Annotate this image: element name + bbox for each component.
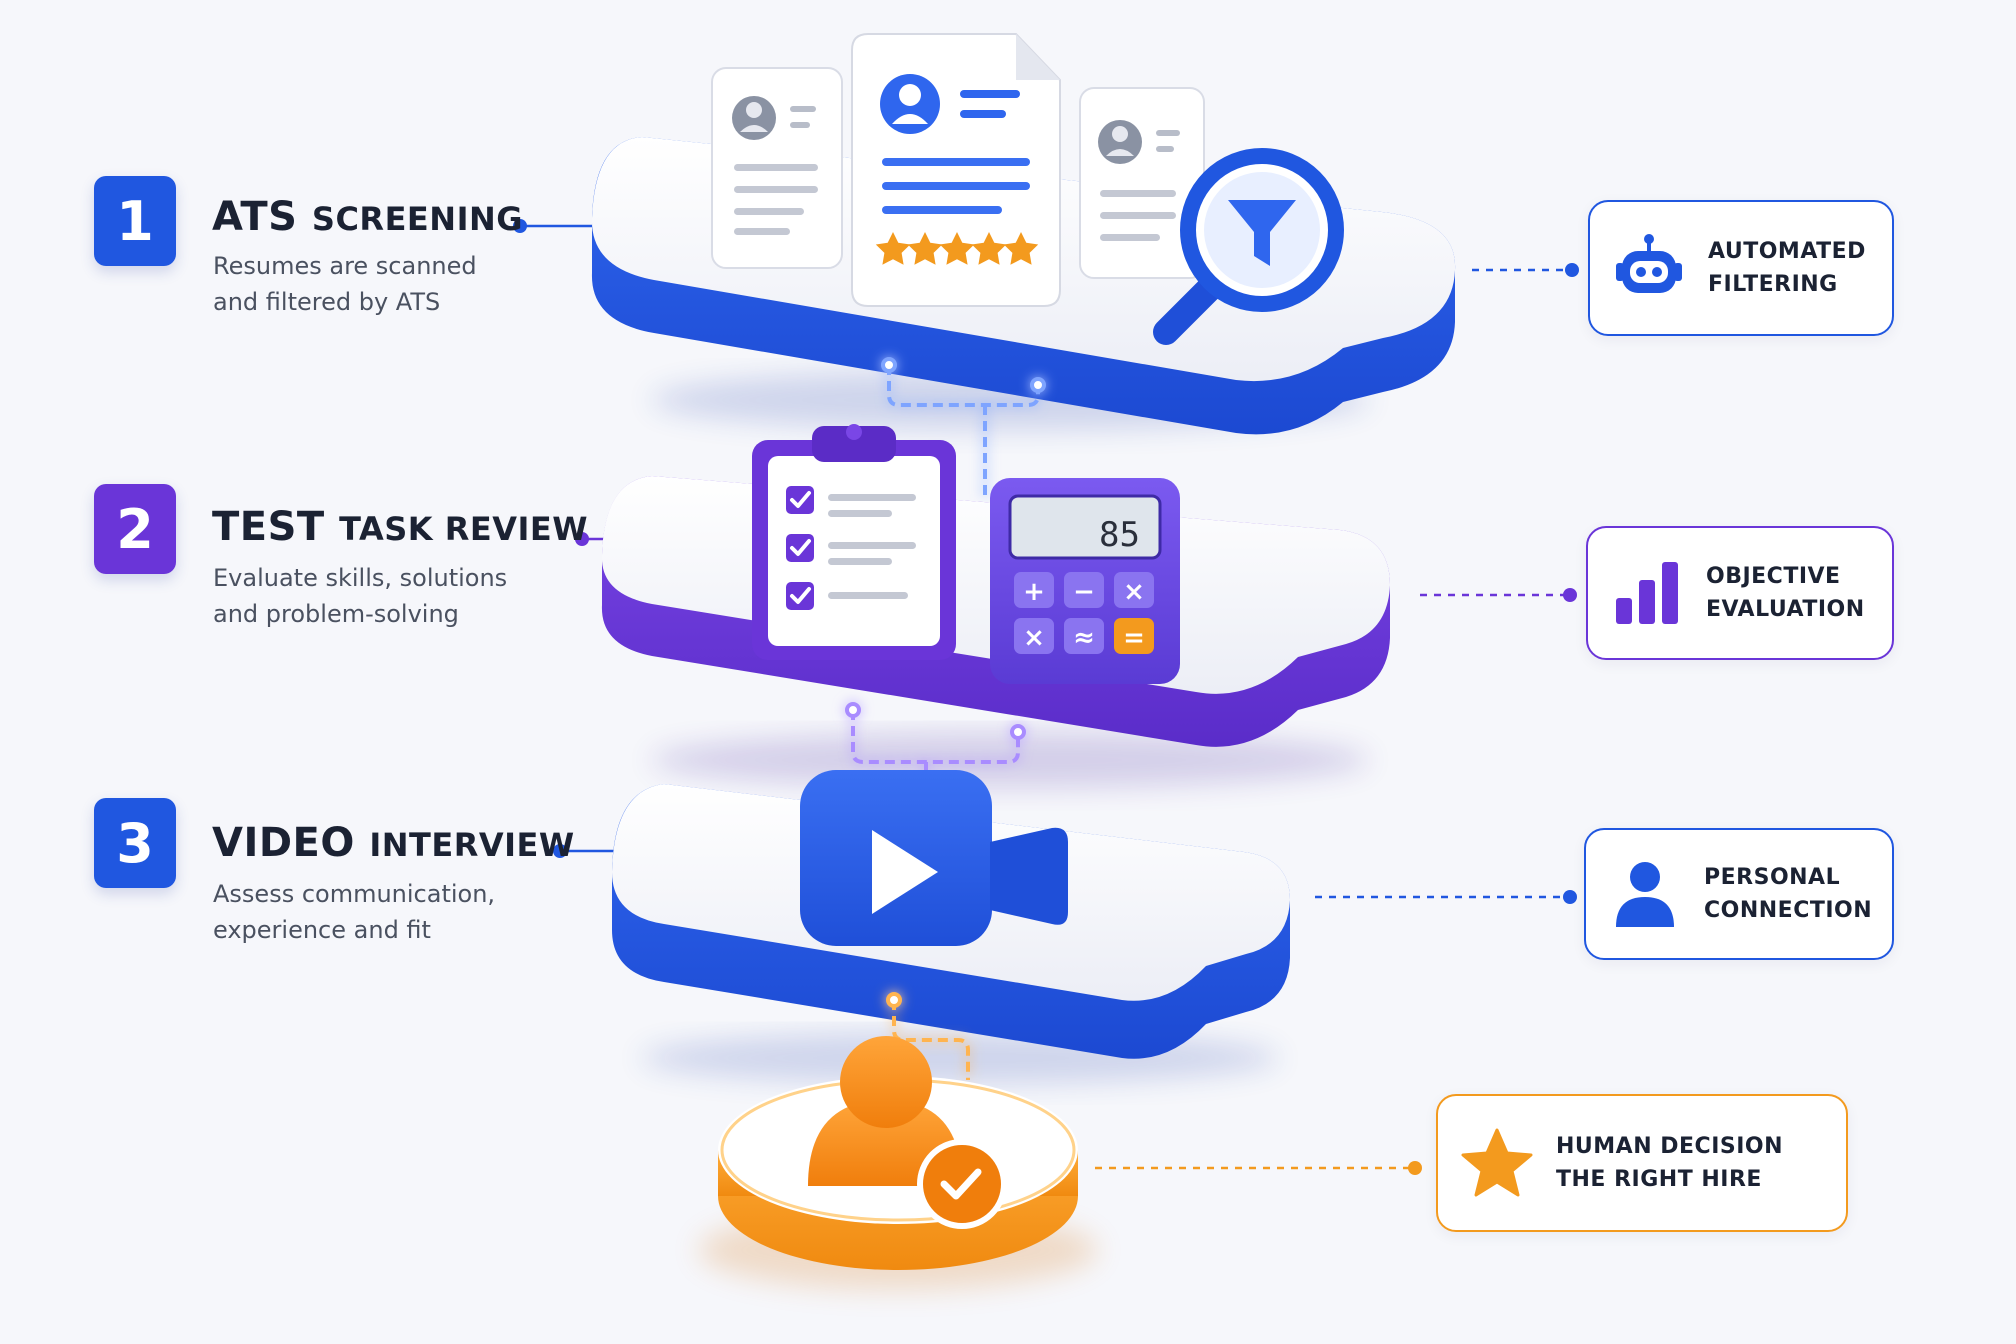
step-1-number: 1 — [94, 176, 176, 266]
step-3-description: Assess communication, experience and fit — [213, 876, 495, 948]
robot-icon — [1616, 234, 1682, 293]
step-3-desc-line-2: experience and fit — [213, 916, 431, 944]
person-icon — [1616, 862, 1674, 927]
calc-key-multiply-2: × — [1023, 623, 1045, 653]
card-3-line-1: PERSONAL — [1704, 865, 1841, 890]
resume-center-icon — [851, 33, 1061, 307]
step-3-title-main: VIDEO — [212, 820, 355, 866]
step-3-number: 3 — [94, 798, 176, 888]
flow-connector-3 — [886, 992, 970, 1080]
clipboard-checklist-icon — [752, 424, 956, 660]
step-2-description: Evaluate skills, solutions and problem-s… — [213, 560, 507, 632]
step-3-title: VIDEO INTERVIEW — [212, 820, 575, 866]
flow-connector-1 — [881, 357, 1046, 500]
step-1-desc-line-2: and filtered by ATS — [213, 288, 441, 316]
card-4-line-2: THE RIGHT HIRE — [1556, 1167, 1762, 1192]
flow-connector-2 — [845, 702, 1026, 800]
card-human-decision: HUMAN DECISION THE RIGHT HIRE — [1436, 1094, 1848, 1232]
step-1-title-rest: SCREENING — [311, 200, 524, 238]
card-2-line-1: OBJECTIVE — [1706, 564, 1841, 589]
card-personal-connection: PERSONAL CONNECTION — [1584, 828, 1894, 960]
step-2-title: TEST TASK REVIEW — [212, 504, 588, 550]
step-1-desc-line-1: Resumes are scanned — [213, 252, 477, 280]
step-2-desc-line-2: and problem-solving — [213, 600, 459, 628]
rating-stars-icon — [875, 232, 1039, 265]
step-1-description: Resumes are scanned and filtered by ATS — [213, 248, 477, 320]
calc-key-multiply: × — [1123, 577, 1145, 607]
magnifier-filter-icon — [1153, 148, 1344, 345]
step-1-title-main: ATS — [212, 194, 298, 240]
hired-person-icon — [808, 1036, 1007, 1229]
card-1-line-1: AUTOMATED — [1708, 239, 1866, 264]
bar-chart-icon — [1616, 562, 1678, 624]
step-3-title-rest: INTERVIEW — [369, 826, 575, 864]
platform-video-interview — [612, 784, 1290, 1084]
step-2-desc-line-1: Evaluate skills, solutions — [213, 564, 508, 592]
step-2-title-main: TEST — [212, 504, 325, 550]
calc-key-minus: − — [1073, 577, 1095, 607]
card-1-line-2: FILTERING — [1708, 272, 1838, 297]
calc-key-approx: ≈ — [1073, 623, 1095, 653]
card-2-line-2: EVALUATION — [1706, 597, 1865, 622]
star-icon — [1461, 1128, 1533, 1197]
calculator-display: 85 — [1099, 515, 1140, 555]
card-3-line-2: CONNECTION — [1704, 898, 1873, 923]
card-objective-evaluation: OBJECTIVE EVALUATION — [1586, 526, 1894, 660]
card-automated-filtering: AUTOMATED FILTERING — [1588, 200, 1894, 336]
resume-right-icon — [1079, 87, 1205, 279]
step-1-title: ATS SCREENING — [212, 194, 523, 240]
step-2-number: 2 — [94, 484, 176, 574]
calc-key-plus: + — [1023, 577, 1045, 607]
calc-key-equals: = — [1123, 623, 1145, 653]
card-4-line-1: HUMAN DECISION — [1556, 1134, 1784, 1159]
resume-left-icon — [711, 67, 843, 269]
step-3-desc-line-1: Assess communication, — [213, 880, 496, 908]
calculator-icon: 85 + − × × ≈ = — [990, 478, 1180, 684]
step-2-title-rest: TASK REVIEW — [339, 510, 589, 548]
video-camera-icon — [800, 770, 1068, 946]
